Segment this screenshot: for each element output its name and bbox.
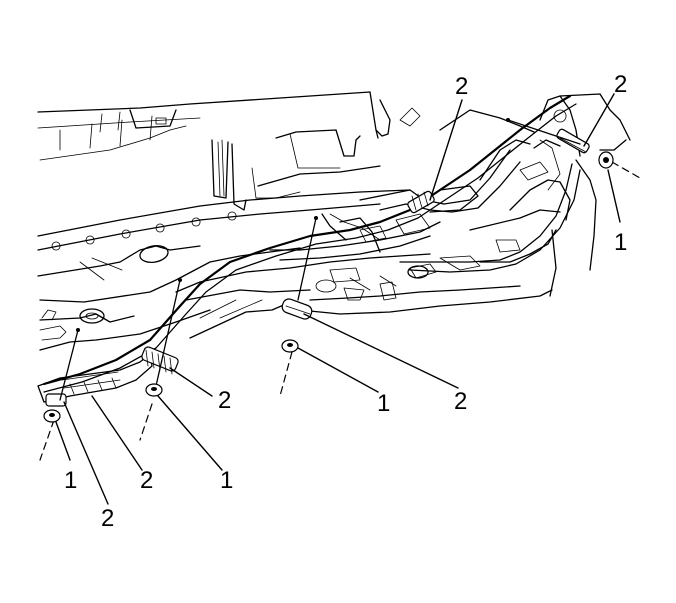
callout-nut-left-center: 1: [220, 467, 233, 494]
studs: [39, 118, 641, 461]
insulator-bracket-icon: [407, 190, 435, 214]
underbody-floor-pan: [37, 91, 631, 351]
nut-icon: [145, 383, 163, 397]
callout-bracket-top-center: 2: [455, 73, 468, 100]
pipe-bundle: [42, 94, 581, 393]
nut-icon: [43, 409, 61, 423]
callout-bracket-left-upper: 2: [218, 387, 231, 414]
insulator-brackets: [37, 128, 590, 407]
callout-nut-center: 1: [377, 390, 390, 417]
callout-bracket-far-left: 2: [101, 505, 114, 532]
callout-nut-far-left: 1: [64, 467, 77, 494]
callout-nut-right: 1: [614, 229, 627, 256]
nut-icon: [281, 339, 299, 353]
callout-bracket-top-right: 2: [614, 71, 627, 98]
nut-icon: [598, 151, 614, 169]
leader-lines: [55, 93, 621, 505]
callout-bracket-left-lower: 2: [140, 467, 153, 494]
callout-bracket-center: 2: [454, 388, 467, 415]
insulator-bracket-icon: [45, 393, 67, 407]
callouts: 2 2 1 1 2 2 1 2 1 2: [64, 71, 627, 532]
insulator-bracket-icon: [141, 346, 179, 375]
insulator-bracket-icon: [281, 298, 313, 320]
nuts: [43, 151, 614, 423]
